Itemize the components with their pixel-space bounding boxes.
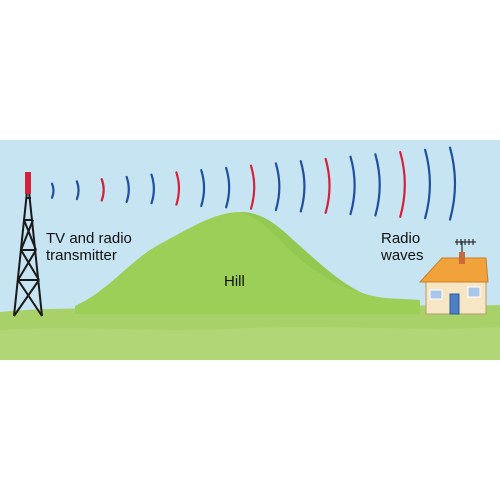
hill-label: Hill [224, 273, 245, 290]
radio-waves-label: Radio waves [381, 230, 451, 264]
radio-wave-red [324, 157, 331, 214]
radio-wave-red [175, 171, 181, 206]
radio-wave-blue [374, 153, 381, 217]
radio-waves-label-line-2: waves [381, 247, 424, 264]
ground-texture [0, 326, 500, 360]
radio-wave-red [399, 151, 406, 218]
radio-wave-blue [200, 169, 206, 208]
hill [75, 212, 420, 314]
radio-wave-blue [274, 162, 281, 212]
house-icon [418, 252, 489, 315]
radio-wave-red [100, 178, 105, 202]
radio-wave-red [249, 164, 256, 210]
radio-wave-blue [448, 146, 457, 221]
radio-wave-blue [225, 166, 231, 209]
antenna-icon [455, 239, 476, 252]
radio-wave-blue [349, 155, 356, 216]
transmitter-label-line-2: transmitter [46, 247, 117, 264]
transmitter-label-line-1: TV and radio [46, 230, 132, 247]
transmitter-tower-icon [13, 181, 43, 317]
radio-wave-blue [50, 182, 55, 199]
radio-wave-blue [299, 160, 306, 213]
radio-wave-blue [75, 180, 80, 201]
hill-shade [240, 212, 360, 292]
radio-waves [50, 146, 457, 221]
radio-wave-blue [150, 173, 155, 205]
transmitter-label: TV and radio transmitter [46, 230, 156, 264]
radio-waves-label-line-1: Radio [381, 230, 421, 247]
radio-wave-blue [125, 175, 130, 203]
transmitter-beacon [25, 172, 31, 194]
radio-wave-blue [424, 148, 431, 220]
